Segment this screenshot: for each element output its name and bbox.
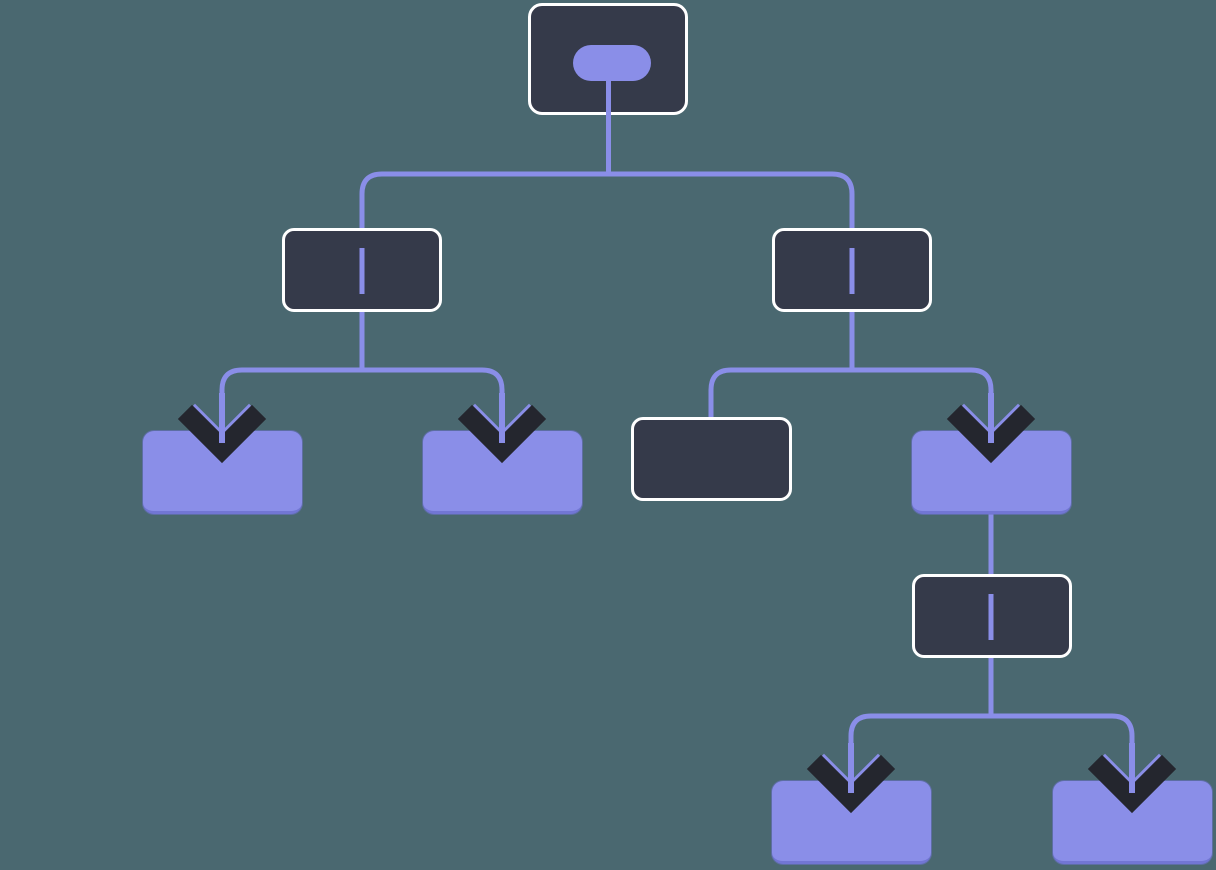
root-node[interactable] [528, 3, 688, 115]
root-pill-shape [573, 45, 651, 81]
level1-right-node[interactable] [772, 228, 932, 312]
level1-left-node[interactable] [282, 228, 442, 312]
level2-leaf-a[interactable] [143, 431, 302, 514]
edge-left-split-bar [219, 367, 505, 452]
edge-right-split-bar [708, 367, 994, 452]
level4-leaf-b[interactable] [1053, 781, 1212, 864]
level4-leaf-a[interactable] [772, 781, 931, 864]
level3-dark-node[interactable] [912, 574, 1072, 658]
edge-root-to-level1 [359, 171, 855, 230]
level2-leaf-d[interactable] [912, 431, 1071, 514]
level2-leaf-b[interactable] [423, 431, 582, 514]
edge-bottom-split-bar [848, 713, 1135, 802]
level2-dark-node[interactable] [631, 417, 792, 501]
